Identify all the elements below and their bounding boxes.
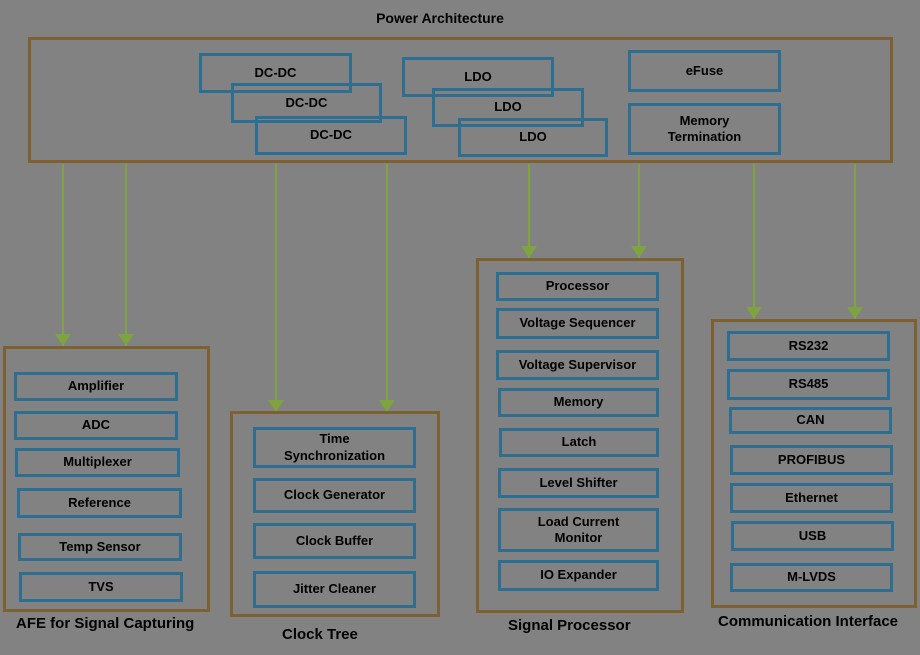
clock-tree-group-label: Clock Tree [282,626,358,643]
signal-block-load-current-monitor: Load Current Monitor [498,508,659,552]
clock-block-time-sync: Time Synchronization [253,427,416,468]
power-arrow-afe-2 [125,164,127,346]
power-arrow-comm-1 [753,164,755,319]
afe-block-tvs: TVS [19,572,183,602]
comm-block-usb: USB [731,521,894,551]
signal-block-processor: Processor [496,272,659,301]
afe-group-frame [3,346,210,612]
power-block-efuse: eFuse [628,50,781,92]
power-block-dcdc-3: DC-DC [255,116,407,155]
signal-block-voltage-sequencer: Voltage Sequencer [496,308,659,339]
afe-block-temp-sensor: Temp Sensor [18,533,182,561]
comm-block-rs485: RS485 [727,369,890,400]
signal-block-level-shifter: Level Shifter [498,468,659,498]
afe-block-reference: Reference [17,488,182,518]
communication-group-frame [711,319,917,608]
signal-block-voltage-supervisor: Voltage Supervisor [496,350,659,380]
power-block-dcdc-2: DC-DC [231,83,382,123]
clock-tree-group-frame [230,411,440,617]
power-arrow-afe-1 [62,164,64,346]
signal-block-latch: Latch [499,428,659,457]
power-block-ldo-2: LDO [432,88,584,127]
comm-block-ethernet: Ethernet [730,483,893,513]
power-block-dcdc-1: DC-DC [199,53,352,93]
afe-group-label: AFE for Signal Capturing [16,615,195,632]
power-arrow-signal-2 [638,164,640,258]
power-arrow-signal-1 [528,164,530,258]
power-arrow-clock-2 [386,164,388,412]
diagram-title: Power Architecture [376,10,504,26]
power-arrow-comm-2 [854,164,856,319]
comm-block-mlvds: M-LVDS [730,563,893,592]
power-architecture-frame [28,37,893,163]
afe-block-adc: ADC [14,411,178,440]
comm-block-profibus: PROFIBUS [730,445,893,475]
power-block-memory-termination: Memory Termination [628,103,781,155]
power-block-ldo-3: LDO [458,118,608,157]
power-arrow-clock-1 [275,164,277,412]
clock-block-jitter-cleaner: Jitter Cleaner [253,571,416,608]
clock-block-buffer: Clock Buffer [253,523,416,559]
power-block-ldo-1: LDO [402,57,554,97]
afe-block-multiplexer: Multiplexer [15,448,180,477]
signal-processor-group-frame [476,258,684,613]
communication-group-label: Communication Interface [718,613,899,630]
signal-processor-group-label: Signal Processor [508,617,631,634]
signal-block-memory: Memory [498,388,659,417]
clock-block-generator: Clock Generator [253,478,416,513]
signal-block-io-expander: IO Expander [498,560,659,591]
comm-block-rs232: RS232 [727,331,890,361]
afe-block-amplifier: Amplifier [14,372,178,401]
comm-block-can: CAN [729,407,892,434]
